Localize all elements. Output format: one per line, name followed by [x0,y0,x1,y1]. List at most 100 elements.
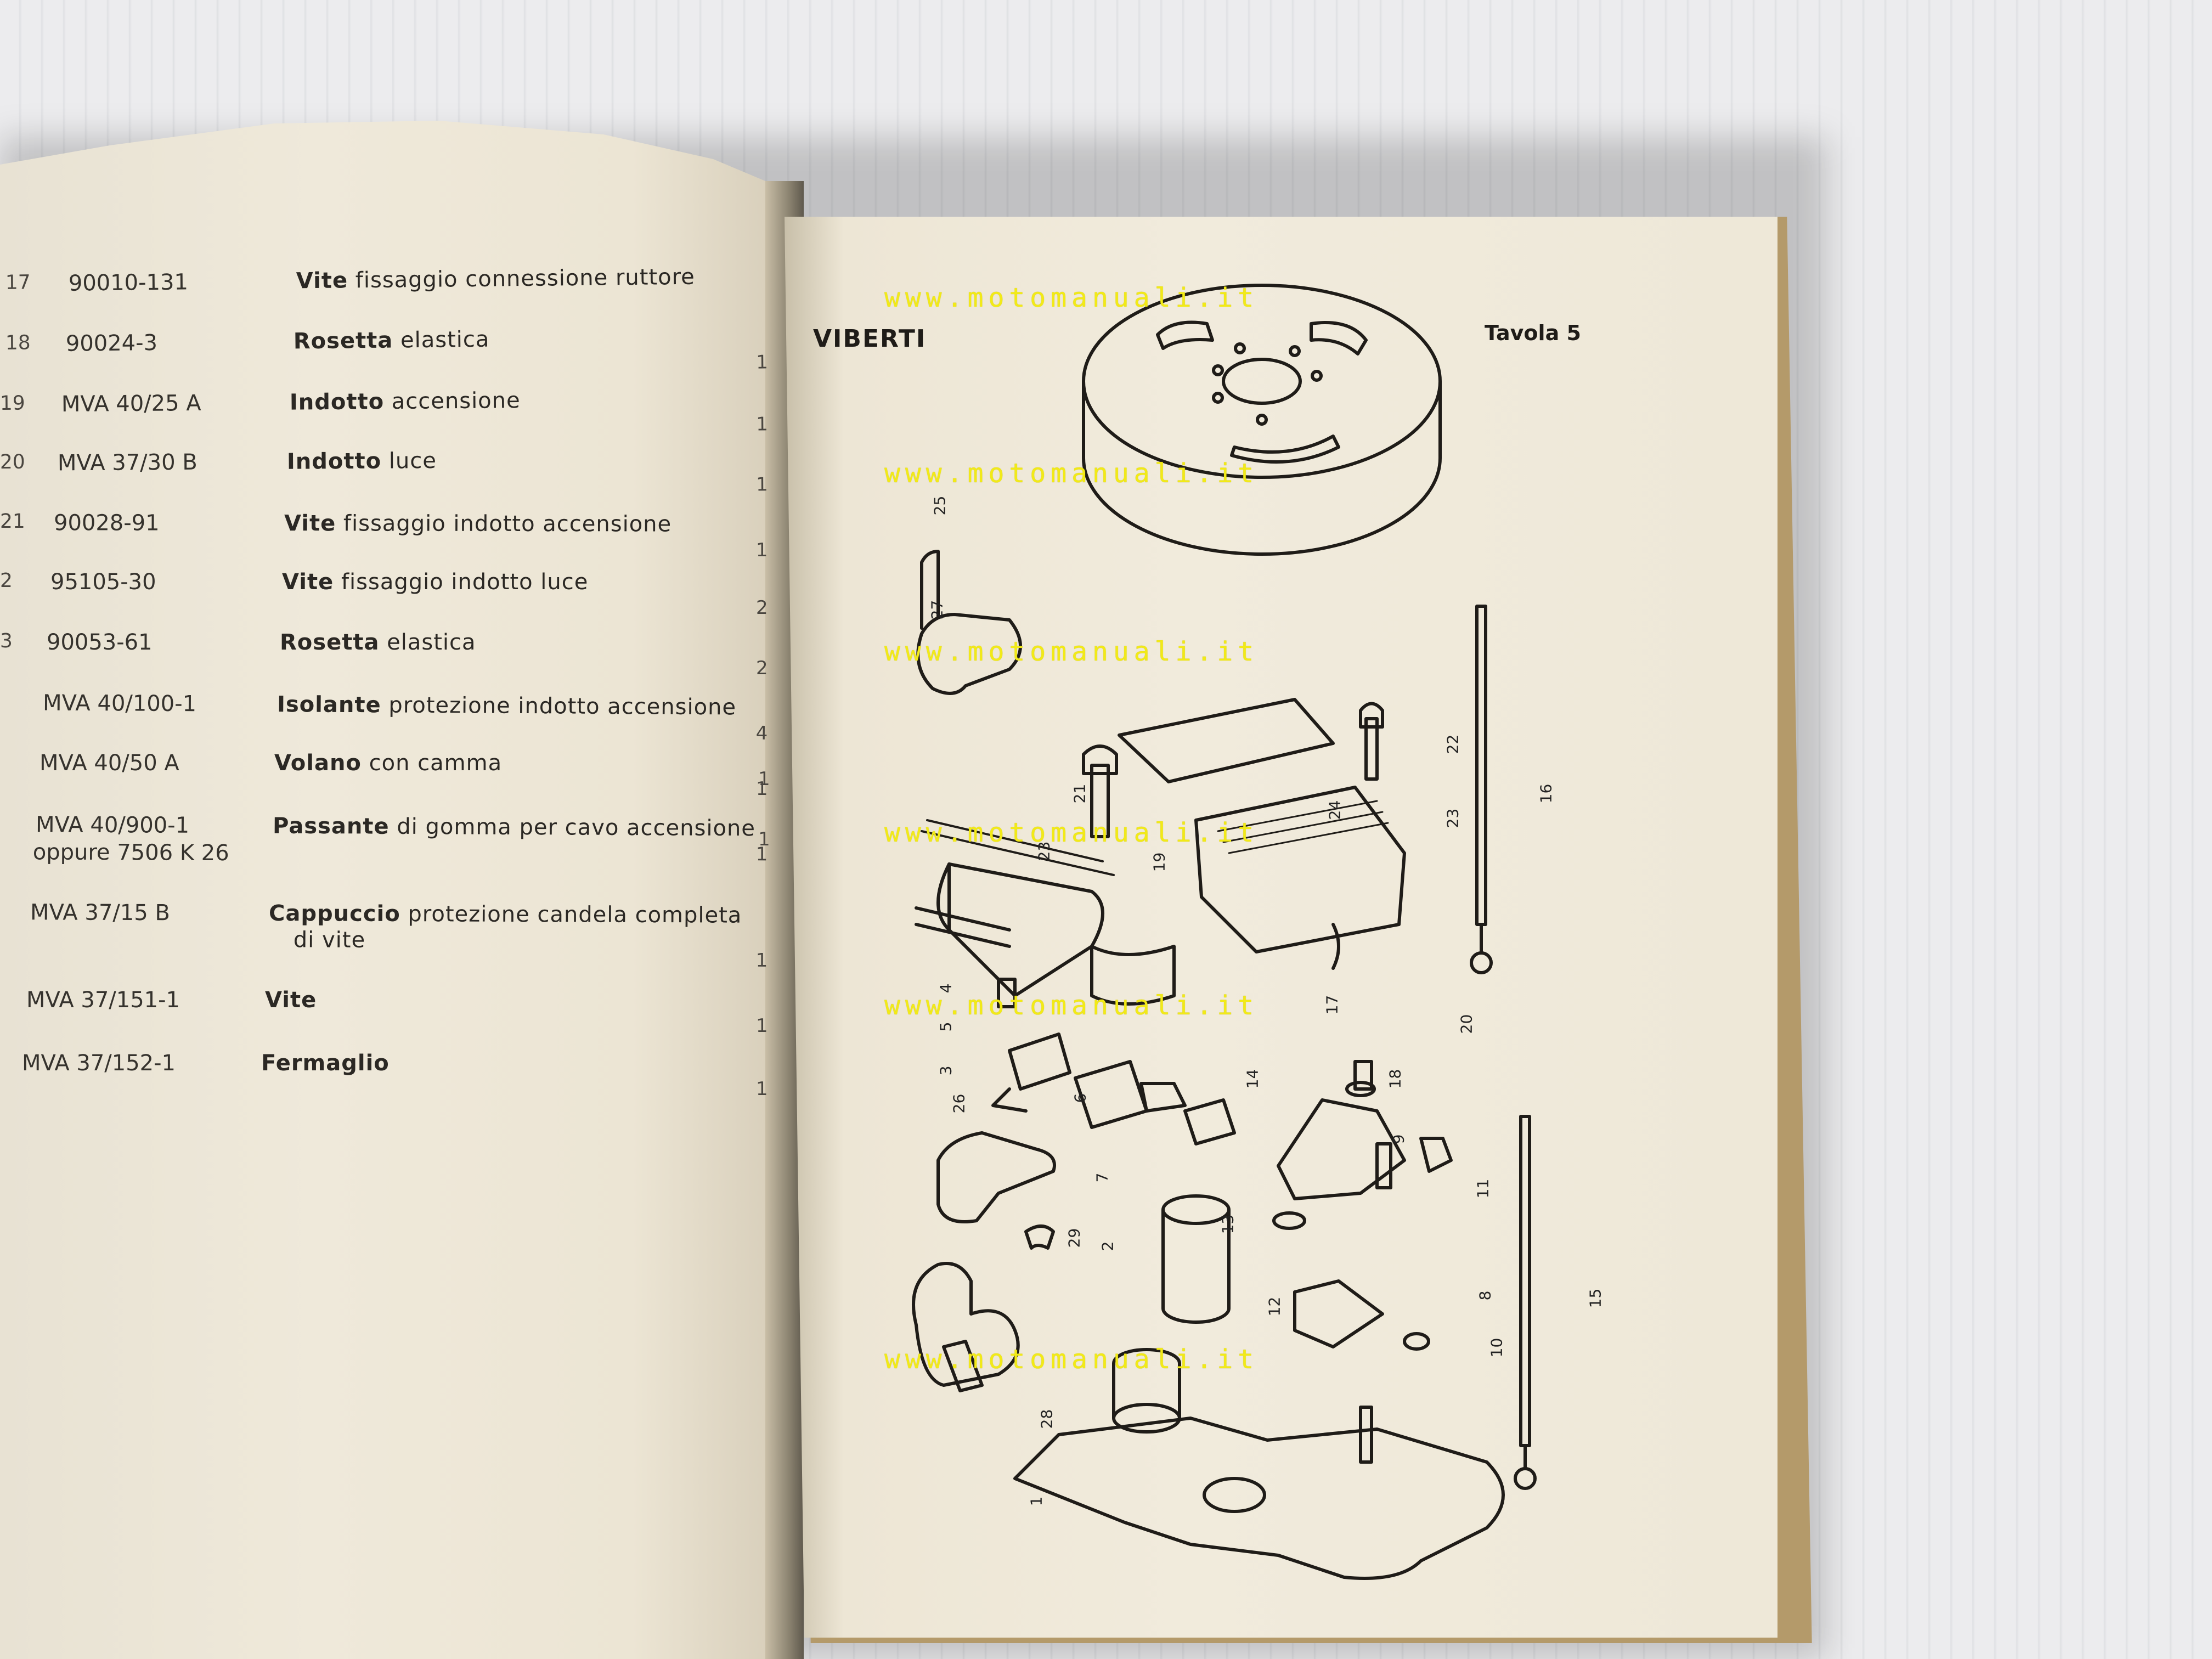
part-code: MVA 37/151-1 [26,988,180,1013]
part-detail: elastica [387,630,476,655]
part-description: Passante di gomma per cavo accensione [273,814,755,842]
watermark-text: www.motomanuali.it [884,636,1259,667]
cable-16-eye [1470,951,1493,974]
callout-21: 21 [1070,783,1089,804]
callout-8: 8 [1476,1290,1494,1301]
part-name: Fermaglio [261,1051,390,1076]
callout-17: 17 [1323,995,1341,1015]
part-description: Vite fissaggio indotto luce [282,569,588,595]
callout-15: 15 [1586,1288,1605,1308]
row-number: 3 [0,630,13,652]
part-code: MVA 40/900-1 [35,812,190,838]
callout-26: 26 [950,1093,968,1114]
watermark-text: www.motomanuali.it [884,283,1259,313]
part-name: Cappuccio [268,901,400,927]
part-quantity: 1 [756,413,769,436]
parts-row: 21 90028-91 Vite fissaggio indotto accensi… [0,510,790,561]
ignition-coil-part [947,862,1104,997]
screw-22-part [1359,702,1384,781]
cap-26-part [936,1131,1056,1223]
callout-14: 14 [1243,1069,1262,1089]
part-detail: accensione [391,388,521,415]
part-quantity: 1 [755,949,768,972]
part-quantity: 1 [756,1078,768,1100]
part-detail: protezione indotto accensione [388,692,737,720]
watermark-text: www.motomanuali.it [884,990,1259,1021]
callout-5: 5 [936,1022,955,1032]
row-number: 2 [0,569,13,592]
part-quantity: 2 [756,657,768,679]
plate-number: Tavola 5 [1485,321,1581,345]
callout-11: 11 [1474,1178,1492,1199]
callout-10: 10 [1487,1338,1506,1358]
callout-19: 19 [1150,852,1169,872]
callout-9: 9 [1389,1134,1408,1144]
callout-18: 18 [1386,1069,1404,1089]
spark-cap-28-part [912,1262,1020,1387]
part-code: MVA 37/30 B [57,449,198,476]
watermark-text: www.motomanuali.it [884,458,1259,489]
row-number: 18 [5,331,31,354]
spring-7-part [1183,1098,1236,1146]
callout-3: 3 [936,1065,955,1076]
part-detail: fissaggio connessione ruttore [355,264,695,294]
part-code: 90028-91 [53,510,160,536]
part-description: Fermaglio [261,1051,390,1076]
part-detail: con camma [369,751,503,776]
callout-12: 12 [1265,1296,1284,1317]
parts-row: MVA 37/151-1 Vite 1 [0,988,790,1037]
part-quantity: 2 [756,597,768,619]
part-code: 90010-131 [68,269,189,296]
part-detail: elastica [400,326,490,353]
part-quantity: 1 [756,1015,768,1037]
bracket-3-part [991,1032,1071,1113]
screw-21-part [1082,744,1118,838]
extra-quantity: 1 [758,768,770,790]
part-code-alt: oppure 7506 K 26 [32,839,229,866]
part-name: Rosetta [293,328,393,354]
part-description: Vite [265,988,317,1013]
nut-10-part [1403,1332,1430,1351]
part-name: Vite [265,988,317,1013]
part-detail: protezione candela completa [408,901,742,928]
row-number: 21 [0,510,25,533]
callout-2: 2 [1098,1241,1117,1251]
part-description: Volano con camma [274,751,502,776]
part-name: Passante [272,813,390,839]
part-quantity: 1 [755,539,768,561]
part-name: Vite [296,268,348,294]
bracket-8-part [1293,1279,1384,1348]
row-number: 19 [0,392,25,415]
part-detail: luce [388,448,437,474]
callout-1: 1 [1027,1496,1046,1506]
part-code: MVA 40/25 A [61,390,201,417]
part-code: 95105-30 [50,569,156,595]
insulating-plate-part [1118,698,1335,783]
part-quantity: 1 [756,351,769,374]
callout-16: 16 [1537,783,1555,804]
washer-12-part [1272,1211,1306,1230]
part-description: Indotto accensione [290,388,521,415]
breaker-13-part [1277,1098,1406,1200]
part-detail-cont: di vite [293,927,366,953]
exploded-parts-diagram [912,284,1537,1580]
extra-quantity: 1 [758,828,770,850]
part-quantity: 1 [756,778,768,800]
part-name: Indotto [289,389,385,415]
clip-29-part [1024,1224,1055,1250]
callout-22: 22 [1443,734,1462,754]
part-name: Isolante [276,692,381,718]
spark-cap-part [916,550,1022,695]
screw-9-part [1375,1142,1392,1189]
callout-23: 23 [1443,808,1462,828]
part-detail: fissaggio indotto luce [341,569,589,595]
part-name: Rosetta [280,630,380,655]
condenser-2-part [1161,1194,1231,1324]
part-description: Vite fissaggio indotto accensione [284,511,672,537]
parts-row: 2 95105-30 Vite fissaggio indotto luce 2 [0,569,790,619]
brand-title: VIBERTI [813,325,927,353]
watermark-text: www.motomanuali.it [884,1344,1259,1375]
left-page [0,121,790,1659]
